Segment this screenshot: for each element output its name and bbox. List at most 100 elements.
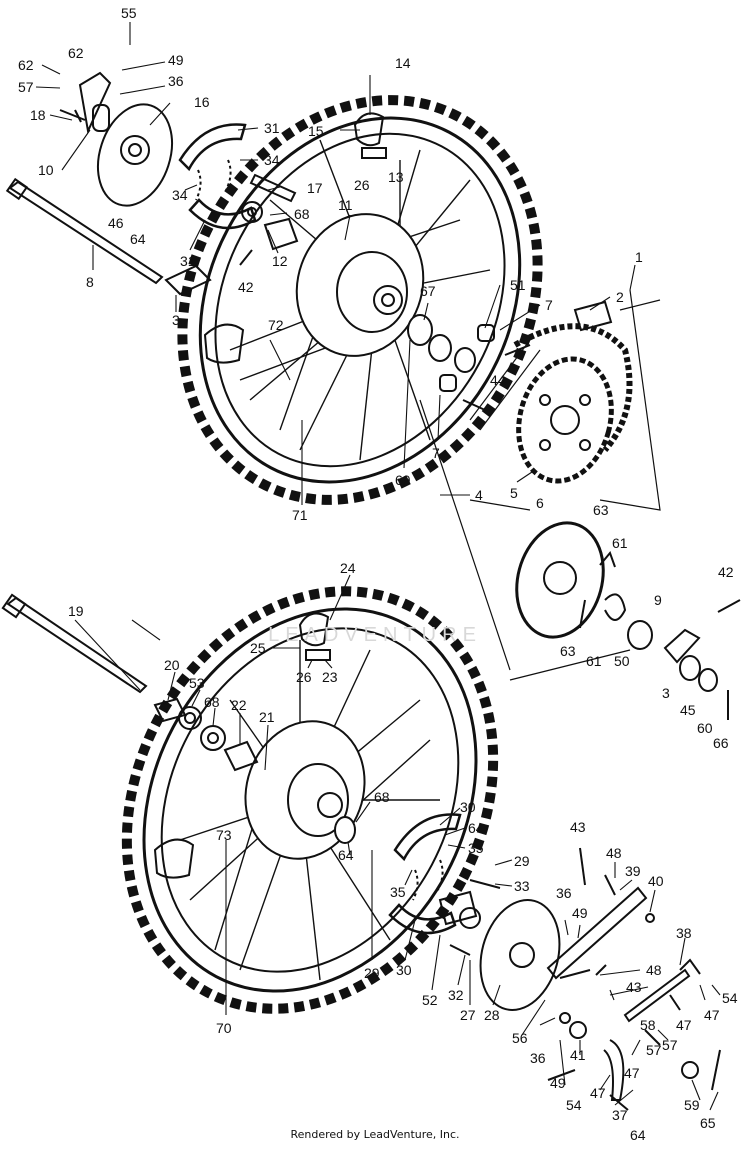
front-brake-panel [59, 71, 173, 207]
brake-arm-and-rod [546, 847, 721, 1111]
callout-47: 47 [624, 1065, 640, 1081]
callout-32: 32 [448, 987, 464, 1003]
callout-66: 66 [713, 735, 729, 751]
rear-axle-spacers [627, 599, 741, 720]
callout-61: 61 [586, 653, 602, 669]
callout-68: 68 [294, 206, 310, 222]
callout-51: 51 [510, 277, 526, 293]
callout-62: 62 [18, 57, 34, 73]
callout-64: 64 [130, 231, 146, 247]
callout-36: 36 [168, 73, 184, 89]
callout-67: 67 [420, 283, 436, 299]
callout-54: 54 [722, 990, 738, 1006]
callout-64: 64 [338, 847, 354, 863]
callout-46: 46 [108, 215, 124, 231]
assembly-bracket-lines [419, 289, 661, 681]
callout-9: 9 [654, 592, 662, 608]
callout-59: 59 [684, 1097, 700, 1113]
callout-50: 50 [614, 653, 630, 669]
callout-63: 63 [560, 643, 576, 659]
callout-20: 20 [164, 657, 180, 673]
watermark: LEADVENTURE [268, 624, 482, 646]
callout-49: 49 [572, 905, 588, 921]
callout-26: 26 [296, 669, 312, 685]
callout-43: 43 [626, 979, 642, 995]
callout-19: 19 [68, 603, 84, 619]
rear-brake-panel [438, 879, 561, 1011]
callout-8: 8 [86, 274, 94, 290]
callout-44: 44 [490, 372, 506, 388]
callout-64: 64 [468, 820, 484, 836]
callout-25: 25 [250, 640, 266, 656]
front-axle [5, 177, 164, 285]
callout-27: 27 [460, 1007, 476, 1023]
callout-12: 12 [272, 253, 288, 269]
callout-48: 48 [646, 962, 662, 978]
front-brake-shoes [178, 123, 257, 230]
callout-13: 13 [388, 169, 404, 185]
callout-65: 65 [700, 1115, 716, 1131]
footer-credit: Rendered by LeadVenture, Inc. [290, 1128, 460, 1141]
sprocket-bolts [462, 344, 531, 411]
callout-29: 29 [514, 853, 530, 869]
callout-17: 17 [307, 180, 323, 196]
callout-5: 5 [510, 485, 518, 501]
callout-53: 53 [189, 675, 205, 691]
front-tube-valve [353, 112, 387, 159]
callout-57: 57 [646, 1042, 662, 1058]
front-collar [164, 264, 212, 296]
callout-4: 4 [475, 487, 483, 503]
callout-36: 36 [530, 1050, 546, 1066]
callout-68: 68 [374, 789, 390, 805]
callout-69: 69 [395, 472, 411, 488]
callout-21: 21 [259, 709, 275, 725]
callout-70: 70 [216, 1020, 232, 1036]
callout-68: 68 [204, 694, 220, 710]
callout-40: 40 [648, 873, 664, 889]
callout-3: 3 [172, 312, 180, 328]
callout-31: 31 [180, 253, 196, 269]
callout-6: 6 [536, 495, 544, 511]
callout-42: 42 [238, 279, 254, 295]
rear-tube-valve [153, 612, 331, 879]
callout-7: 7 [545, 297, 553, 313]
callout-35: 35 [390, 884, 406, 900]
callout-14: 14 [395, 55, 411, 71]
rear-hub [244, 720, 366, 860]
callout-55: 55 [121, 5, 137, 21]
callout-23: 23 [322, 669, 338, 685]
callout-31: 31 [264, 120, 280, 136]
front-cam [239, 173, 299, 266]
callout-61: 61 [612, 535, 628, 551]
callout-36: 36 [556, 885, 572, 901]
callout-52: 52 [422, 992, 438, 1008]
callout-49: 49 [550, 1075, 566, 1091]
callout-48: 48 [606, 845, 622, 861]
callout-54: 54 [566, 1097, 582, 1113]
rear-axle [1, 593, 148, 694]
callout-29: 29 [364, 965, 380, 981]
callout-22: 22 [231, 697, 247, 713]
callout-38: 38 [676, 925, 692, 941]
callout-63: 63 [593, 502, 609, 518]
callout-7: 7 [432, 445, 440, 461]
callout-3: 3 [662, 685, 670, 701]
callout-39: 39 [625, 863, 641, 879]
callout-47: 47 [590, 1085, 606, 1101]
callout-24: 24 [340, 560, 356, 576]
callout-47: 47 [704, 1007, 720, 1023]
callout-18: 18 [30, 107, 46, 123]
callout-72: 72 [268, 317, 284, 333]
callout-37: 37 [612, 1107, 628, 1123]
callout-57: 57 [18, 79, 34, 95]
callout-71: 71 [292, 507, 308, 523]
callout-43: 43 [570, 819, 586, 835]
callout-1: 1 [635, 249, 643, 265]
callout-33: 33 [514, 878, 530, 894]
leader-lines [35, 22, 721, 1111]
callout-34: 34 [264, 152, 280, 168]
driven-sprocket [516, 356, 614, 484]
callout-28: 28 [484, 1007, 500, 1023]
sprocket-guard [515, 521, 627, 639]
